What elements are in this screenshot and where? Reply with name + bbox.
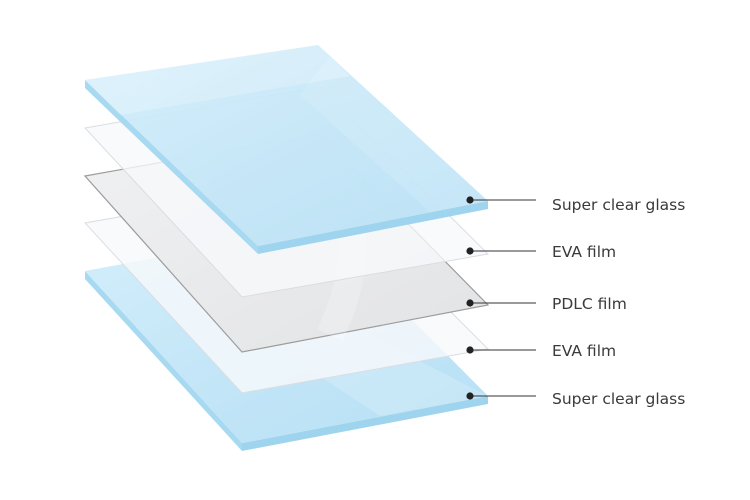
label-layer-5: Super clear glass xyxy=(552,390,685,408)
label-layer-1: Super clear glass xyxy=(552,196,685,214)
callout-layer-4: EVA film xyxy=(466,342,616,360)
callout-dot xyxy=(466,247,474,255)
label-layer-4: EVA film xyxy=(552,342,616,360)
callout-dot xyxy=(466,392,474,400)
label-layer-2: EVA film xyxy=(552,243,616,261)
callout-dot xyxy=(466,346,474,354)
callout-layer-3: PDLC film xyxy=(466,295,627,313)
sheet-top-glass xyxy=(85,45,488,254)
callout-layer-2: EVA film xyxy=(466,243,616,261)
callouts: Super clear glass EVA film PDLC film EVA… xyxy=(466,196,685,408)
label-layer-3: PDLC film xyxy=(552,295,627,313)
callout-layer-1: Super clear glass xyxy=(466,196,685,214)
callout-layer-5: Super clear glass xyxy=(466,390,685,408)
sheet-stack xyxy=(83,45,490,451)
callout-dot xyxy=(466,299,474,307)
callout-dot xyxy=(466,196,474,204)
